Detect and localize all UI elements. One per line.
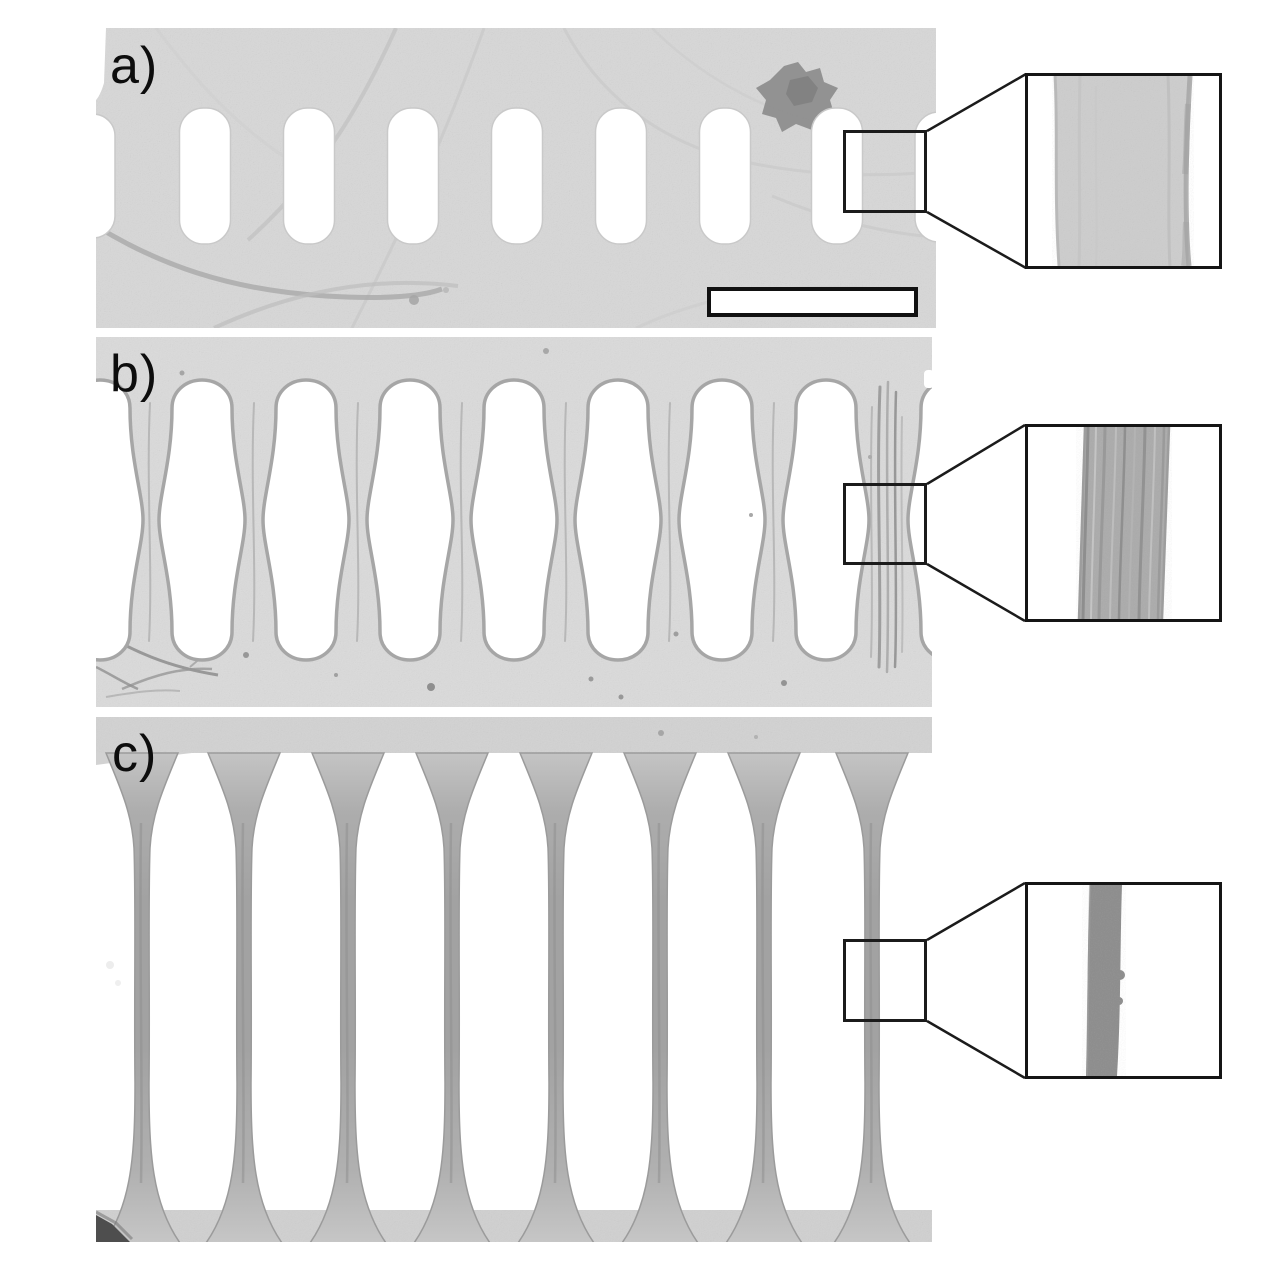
panel-c-label: c) [112,725,158,783]
panel-a-label: a) [110,37,159,95]
dark-contamination-blob [756,62,838,132]
faint-speck [106,961,114,969]
debris-speck [658,730,664,736]
debris-speck [409,295,419,305]
inset-magnified-a [1025,73,1222,269]
dark-corner-edge [96,1210,134,1241]
callout-box-b [843,483,927,565]
panel-b-image [96,337,932,707]
slot-holes-a [96,107,936,245]
strut-fibers [147,380,904,674]
debris-speck [754,735,758,739]
panel-a-micrograph [96,28,936,328]
edge-notch [924,370,932,388]
debris-speck [443,287,449,293]
callout-box-a [843,130,927,213]
panel-c-micrograph [96,717,932,1242]
stretched-holes-b [96,378,932,662]
callout-box-c [843,939,927,1022]
panel-a-image [96,28,936,328]
panel-b-micrograph [96,337,932,707]
debris-specks [179,348,872,700]
edge-notch [96,28,106,100]
inset-magnified-c [1025,882,1222,1079]
faint-speck [115,980,121,986]
panel-c-image [96,717,932,1242]
scale-bar [707,287,918,317]
inset-magnified-b [1025,424,1222,622]
dark-corner-debris [96,1215,130,1242]
panel-b-label: b) [110,345,159,403]
